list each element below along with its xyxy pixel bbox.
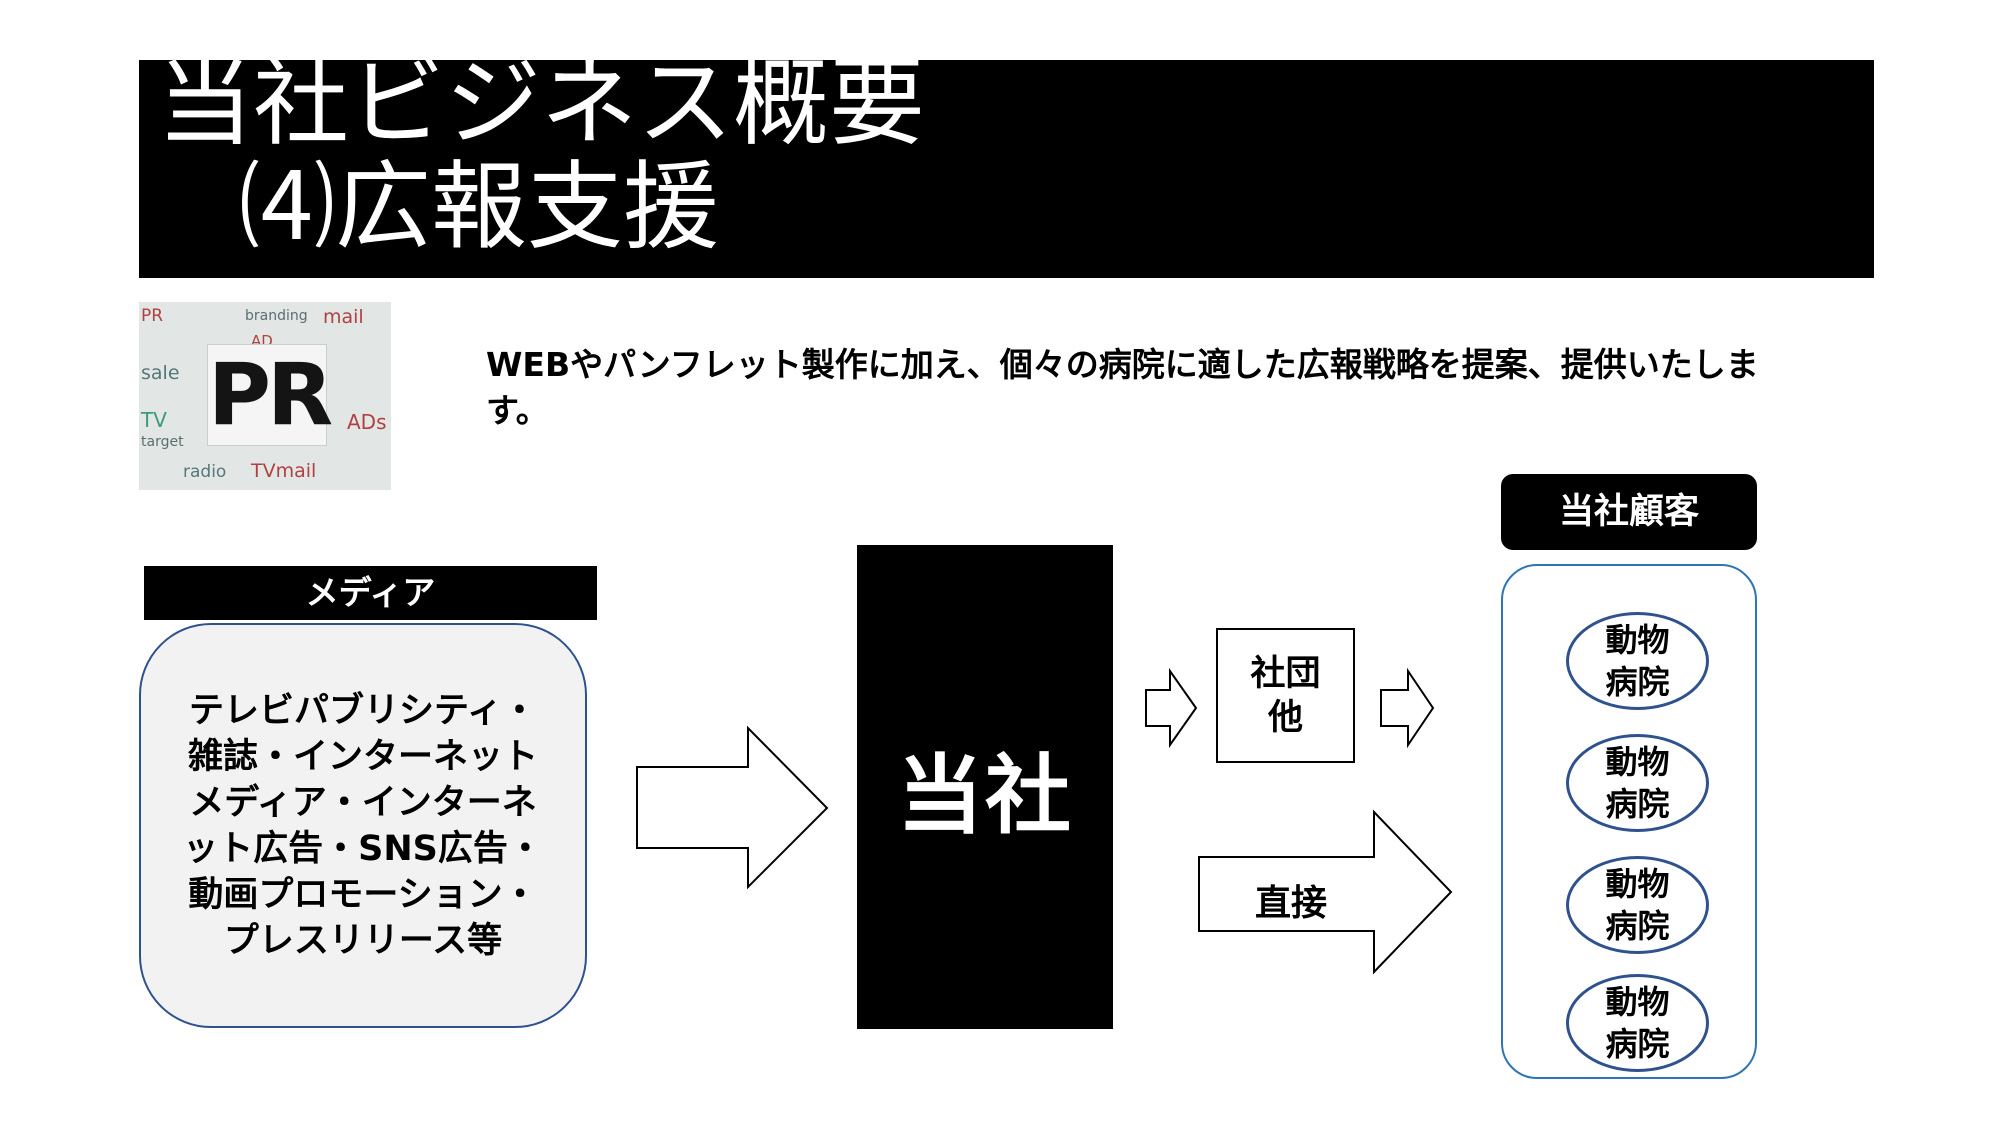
arrow-media-to-company [636, 725, 829, 890]
media-box: テレビパブリシティ・雑誌・インターネットメディア・インターネット広告・SNS広告… [139, 623, 587, 1028]
title-bar: 当社ビジネス概要 ⑷広報支援 [139, 60, 1874, 278]
arrow-association-to-clients [1380, 667, 1435, 749]
client-item-label: 動物病院 [1605, 621, 1670, 701]
media-list: テレビパブリシティ・雑誌・インターネットメディア・インターネット広告・SNS広告… [183, 690, 543, 961]
pr-badge: PR [207, 344, 333, 446]
pr-word: target [141, 434, 184, 450]
pr-word: TVmail [251, 460, 317, 482]
client-item: 動物病院 [1566, 612, 1709, 710]
media-header: メディア [144, 566, 597, 620]
arrow-company-to-association [1145, 667, 1198, 749]
pr-word: radio [183, 462, 227, 482]
company-box: 当社 [857, 545, 1113, 1029]
page-subtitle: ⑷広報支援 [239, 151, 719, 263]
association-label: 社団他 [1250, 653, 1321, 738]
arrow-direct [1198, 809, 1453, 975]
client-header: 当社顧客 [1501, 474, 1757, 550]
client-item: 動物病院 [1566, 856, 1709, 954]
pr-image: PR branding mail AD sale TV ADs target r… [139, 302, 391, 490]
client-item-label: 動物病院 [1605, 983, 1670, 1063]
direct-label: 直接 [1255, 883, 1328, 924]
pr-word: PR [141, 306, 164, 326]
client-item-label: 動物病院 [1605, 865, 1670, 945]
pr-word: branding [245, 308, 308, 324]
association-box: 社団他 [1216, 628, 1355, 763]
intro-text: WEBやパンフレット製作に加え、個々の病院に適した広報戦略を提案、提供いたします… [486, 345, 1759, 430]
pr-letters: PR [208, 345, 333, 445]
pr-word: TV [141, 408, 167, 432]
page-title: 当社ビジネス概要 [157, 60, 925, 159]
client-item-label: 動物病院 [1605, 743, 1670, 823]
pr-word: mail [323, 306, 364, 328]
company-label: 当社 [897, 745, 1073, 846]
pr-word: sale [141, 362, 180, 384]
client-item: 動物病院 [1566, 974, 1709, 1072]
client-item: 動物病院 [1566, 734, 1709, 832]
pr-word: ADs [347, 410, 387, 434]
